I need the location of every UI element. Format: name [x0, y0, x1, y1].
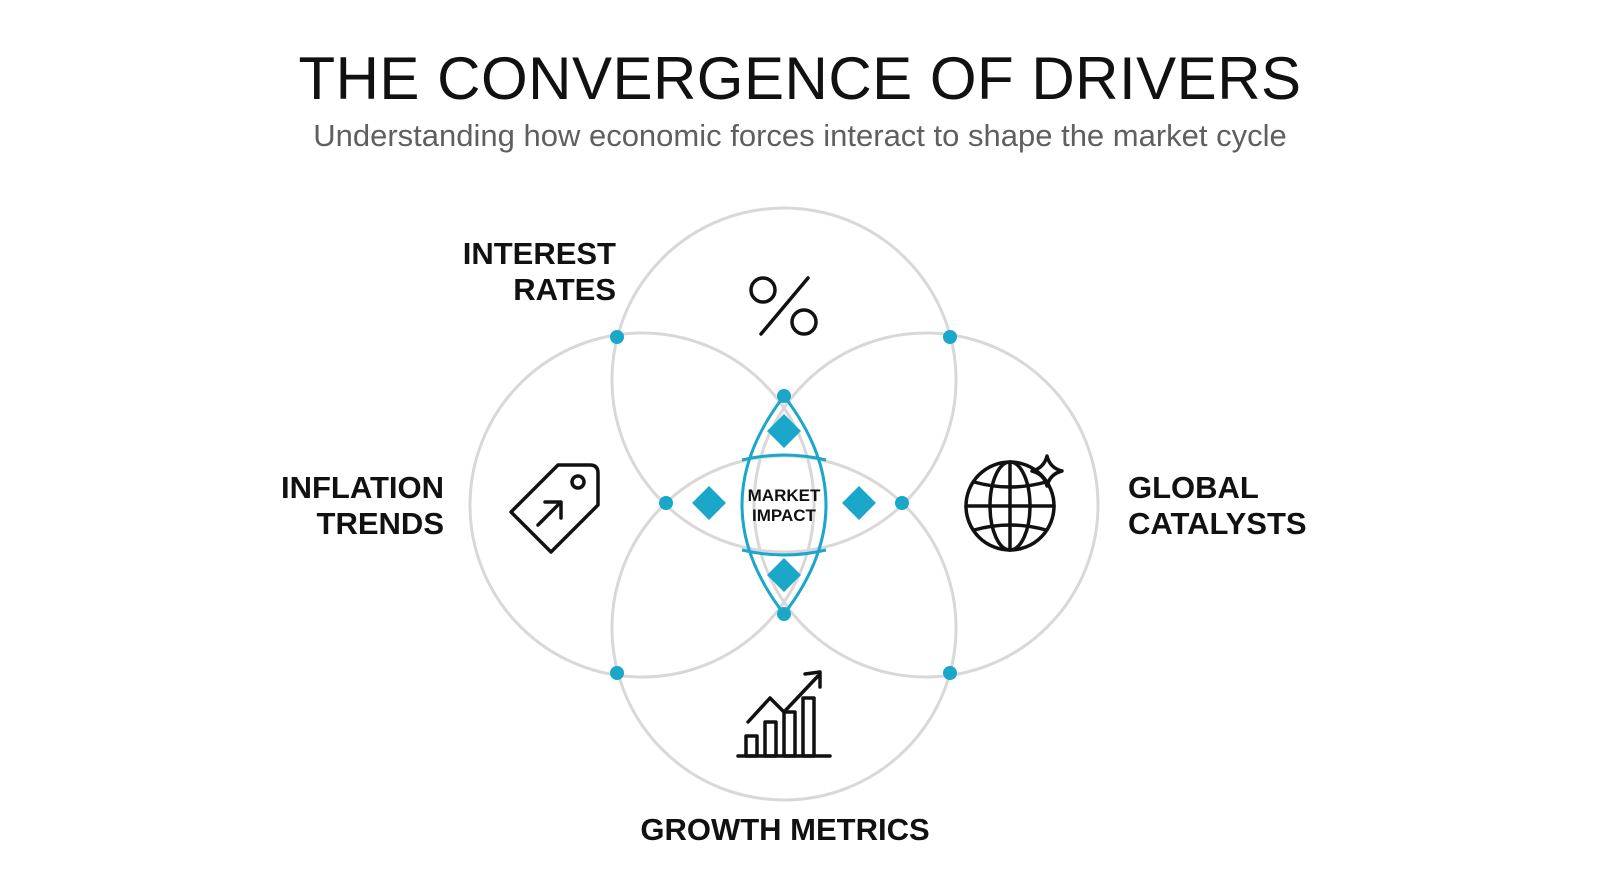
intersection-dot — [943, 666, 957, 680]
diamond-marker-right — [842, 486, 876, 520]
intersection-dot — [659, 496, 673, 510]
percent-icon — [749, 276, 818, 336]
diamond-marker-left — [692, 486, 726, 520]
circle-global-catalysts — [752, 331, 1100, 679]
diamond-marker-bottom — [767, 558, 801, 592]
driver-label-line: CATALYSTS — [1128, 506, 1307, 541]
intersection-dot — [610, 666, 624, 680]
driver-label-line: INTEREST — [462, 236, 616, 271]
circle-interest-rates — [610, 206, 958, 554]
center-label-line2: IMPACT — [752, 506, 817, 525]
intersection-dot — [610, 330, 624, 344]
driver-label-line: RATES — [513, 272, 616, 307]
intersection-dot — [943, 330, 957, 344]
page-title: THE CONVERGENCE OF DRIVERS — [298, 45, 1302, 112]
page-subtitle: Understanding how economic forces intera… — [313, 118, 1287, 153]
intersection-dot — [777, 389, 791, 403]
driver-label-inflation-trends: INFLATION TRENDS — [240, 470, 444, 542]
driver-label-global-catalysts: GLOBAL CATALYSTS — [1128, 470, 1368, 542]
driver-label-growth-metrics: GROWTH METRICS — [640, 812, 930, 847]
center-label-line1: MARKET — [748, 486, 821, 505]
driver-label-line: INFLATION — [280, 470, 444, 505]
intersection-dot — [777, 607, 791, 621]
circle-inflation-trends — [468, 331, 816, 679]
globe-sparkle-icon — [964, 454, 1064, 552]
intersection-dot — [895, 496, 909, 510]
price-tag-icon — [509, 463, 600, 554]
driver-label-interest-rates: INTEREST RATES — [420, 236, 616, 308]
driver-label-line: GLOBAL — [1128, 470, 1259, 505]
diamond-marker-top — [767, 414, 801, 448]
driver-label-line: TRENDS — [316, 506, 444, 541]
bar-chart-trend-icon — [736, 670, 832, 758]
